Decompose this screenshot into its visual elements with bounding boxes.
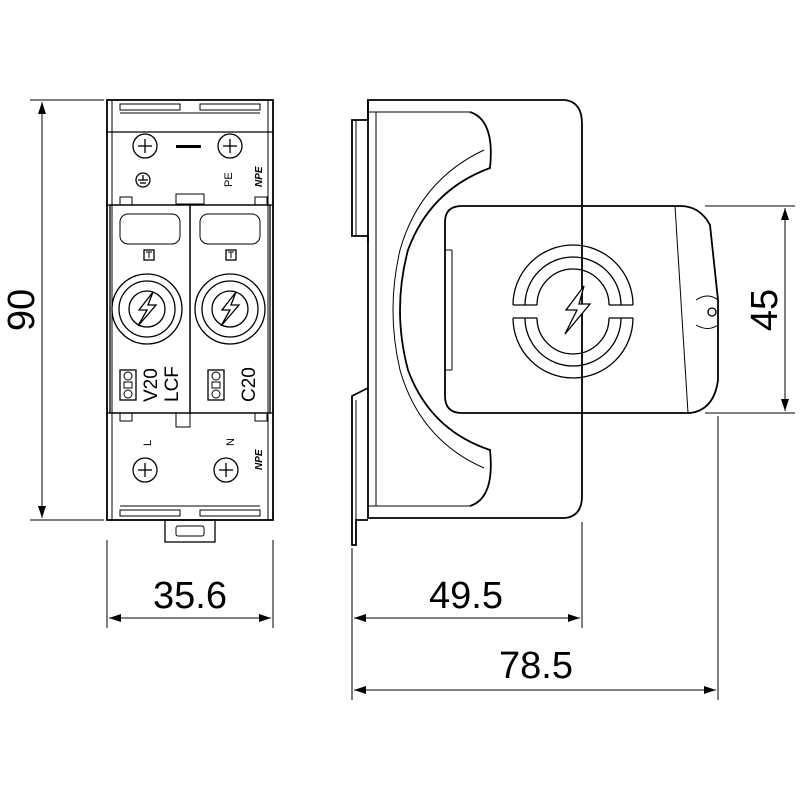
plug-cap-outline — [444, 205, 719, 414]
dim-45-label: 45 — [744, 289, 786, 331]
pe-label: PE — [223, 172, 235, 187]
din-clip-tab — [164, 519, 216, 543]
lightning-surge-icon — [194, 273, 266, 345]
rail-clip-top — [351, 100, 369, 242]
side-view — [351, 99, 719, 546]
screw-terminal-icon — [132, 133, 158, 159]
screw-terminal-icon — [213, 457, 239, 483]
front-view: PE NPE V20 LCF — [106, 99, 274, 543]
dimension-width-front: 35.6 — [106, 540, 274, 628]
left-module-code: V20 — [141, 368, 162, 402]
housing-outline — [367, 99, 583, 519]
terminal-label-l: L — [142, 440, 154, 446]
dimension-height-cap: 45 — [705, 205, 795, 414]
dim-90-label: 90 — [1, 289, 43, 331]
left-module-sub: LCF — [162, 366, 183, 402]
tuv-mark-icon — [143, 249, 155, 261]
npe-top-label: NPE — [254, 166, 265, 187]
ground-symbol-icon — [135, 172, 151, 188]
dimension-depth-total: 78.5 — [354, 416, 719, 700]
lightning-surge-icon — [111, 273, 183, 345]
screw-terminal-icon — [217, 133, 243, 159]
dim-35-6-label: 35.6 — [153, 575, 227, 617]
cap-lock-pin — [707, 307, 717, 317]
npe-bottom-label: NPE — [254, 449, 265, 470]
obo-logo-icon — [119, 369, 137, 401]
tuv-mark-icon — [225, 249, 237, 261]
rail-clip-bottom — [351, 387, 369, 546]
obo-logo-icon — [207, 369, 225, 401]
housing-curved-recess — [399, 111, 492, 507]
right-module-code: C20 — [239, 367, 260, 402]
dim-49-5-label: 49.5 — [429, 575, 503, 617]
dimension-depth-rail: 49.5 — [351, 522, 583, 700]
lightning-surge-icon — [512, 244, 634, 379]
dim-78-5-label: 78.5 — [499, 645, 573, 687]
dimension-height-total: 90 — [1, 99, 104, 521]
terminal-label-n: N — [225, 438, 237, 446]
screw-terminal-icon — [132, 457, 158, 483]
